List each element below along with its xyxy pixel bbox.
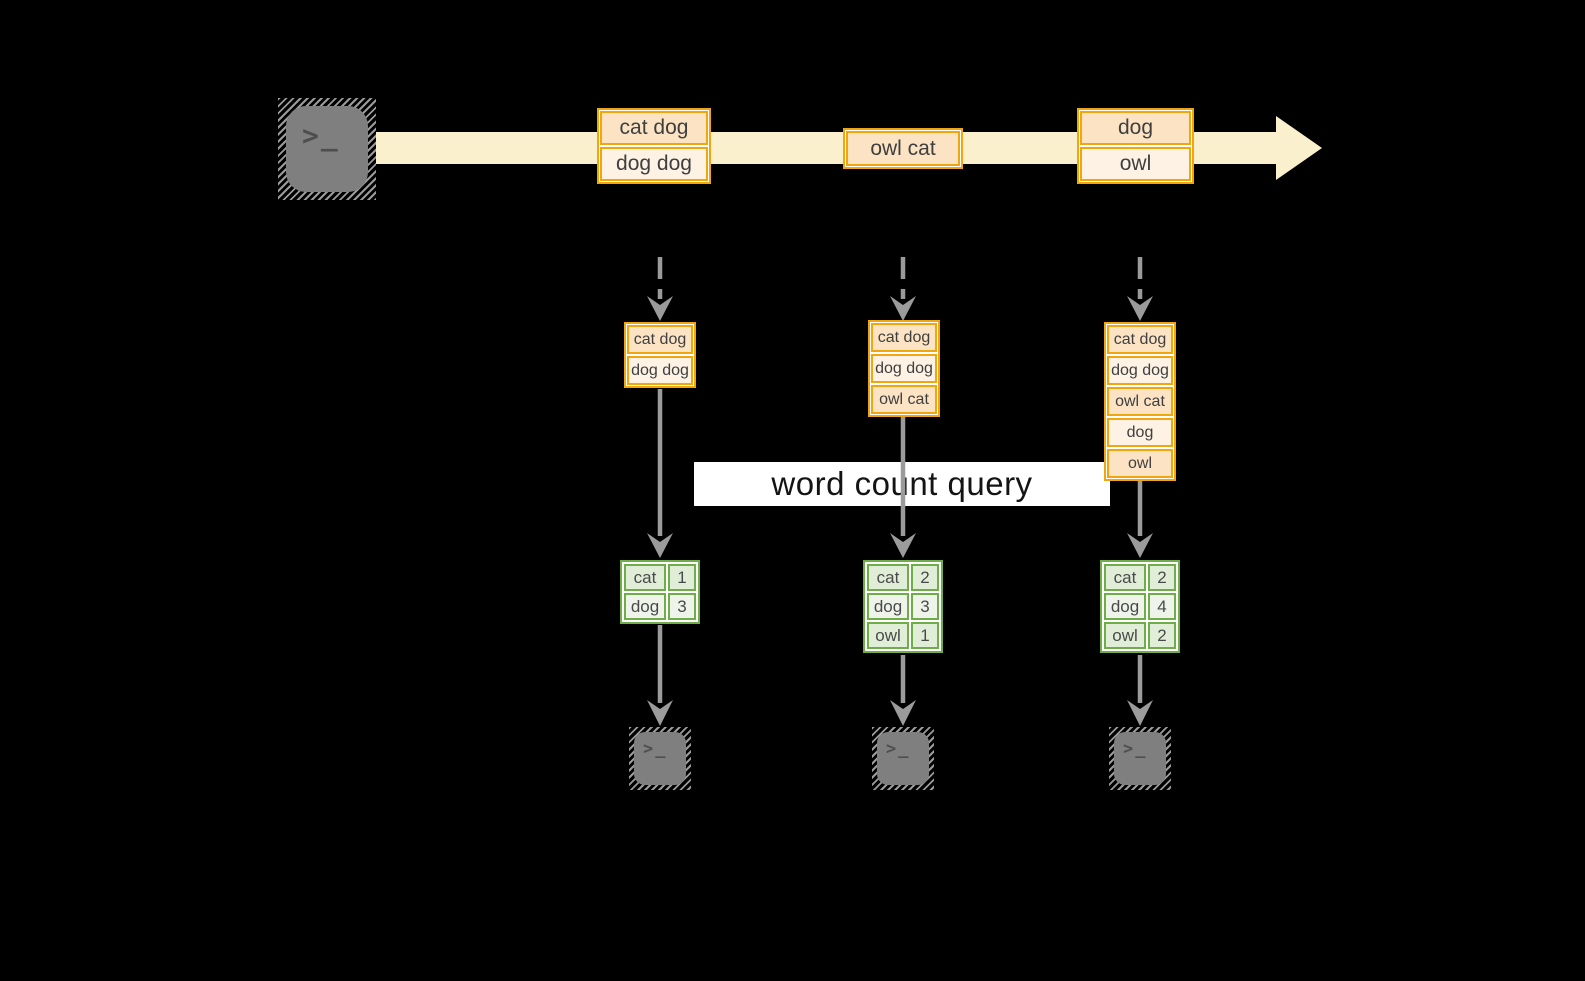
query-arrow-1 <box>647 389 673 558</box>
terminal-prompt-glyph: >_ <box>886 739 911 759</box>
stream-event-row: dog dog <box>600 147 708 181</box>
stream-event-row: owl cat <box>846 131 960 166</box>
count-word-cell: dog <box>867 593 909 620</box>
count-word-cell: owl <box>1104 622 1146 649</box>
count-word-cell: cat <box>1104 564 1146 591</box>
stream-event-row: dog <box>1080 111 1191 145</box>
terminal-prompt-glyph: >_ <box>1123 739 1148 759</box>
count-value-cell: 4 <box>1148 593 1176 620</box>
sink-terminal-icon-1: >_ <box>629 727 691 790</box>
terminal-screen: >_ <box>1114 732 1166 785</box>
sink-terminal-icon-3: >_ <box>1109 727 1171 790</box>
buffer-row: cat dog <box>627 325 693 354</box>
stream-event-3: dog owl <box>1077 108 1194 184</box>
buffer-row: owl cat <box>1107 387 1173 416</box>
stream-event-row: owl <box>1080 147 1191 181</box>
buffer-stack-1: cat dog dog dog <box>624 322 696 388</box>
count-table-3: cat 2 dog 4 owl 2 <box>1100 560 1180 653</box>
buffer-row: dog <box>1107 418 1173 447</box>
count-word-cell: cat <box>867 564 909 591</box>
buffer-stack-3: cat dog dog dog owl cat dog owl <box>1104 322 1176 481</box>
buffer-row: cat dog <box>871 323 937 352</box>
terminal-prompt-glyph: >_ <box>643 739 668 759</box>
count-value-cell: 2 <box>1148 622 1176 649</box>
count-value-cell: 1 <box>911 622 939 649</box>
terminal-screen: >_ <box>286 106 368 192</box>
source-terminal-icon: >_ <box>278 98 376 200</box>
buffer-stack-2: cat dog dog dog owl cat <box>868 320 940 417</box>
count-word-cell: dog <box>624 593 666 620</box>
count-table-2: cat 2 dog 3 owl 1 <box>863 560 943 653</box>
stream-event-row: cat dog <box>600 111 708 145</box>
count-table-1: cat 1 dog 3 <box>620 560 700 624</box>
dashed-arrow-1 <box>647 257 673 321</box>
dashed-arrow-3 <box>1127 257 1153 321</box>
buffer-row: cat dog <box>1107 325 1173 354</box>
stream-event-1: cat dog dog dog <box>597 108 711 184</box>
count-word-cell: cat <box>624 564 666 591</box>
output-arrow-1 <box>647 625 673 726</box>
count-value-cell: 3 <box>911 593 939 620</box>
dashed-arrow-2 <box>890 257 916 321</box>
count-value-cell: 2 <box>911 564 939 591</box>
terminal-prompt-glyph: >_ <box>302 119 340 152</box>
count-value-cell: 1 <box>668 564 696 591</box>
query-arrow-2 <box>890 414 916 558</box>
output-arrow-2 <box>890 655 916 726</box>
count-word-cell: dog <box>1104 593 1146 620</box>
query-arrow-3 <box>1127 480 1153 558</box>
sink-terminal-icon-2: >_ <box>872 727 934 790</box>
buffer-row: owl <box>1107 449 1173 478</box>
count-value-cell: 2 <box>1148 564 1176 591</box>
buffer-row: dog dog <box>627 356 693 385</box>
terminal-screen: >_ <box>634 732 686 785</box>
buffer-row: owl cat <box>871 385 937 414</box>
stream-event-2: owl cat <box>843 128 963 169</box>
count-word-cell: owl <box>867 622 909 649</box>
buffer-row: dog dog <box>871 354 937 383</box>
count-value-cell: 3 <box>668 593 696 620</box>
output-arrow-3 <box>1127 655 1153 726</box>
buffer-row: dog dog <box>1107 356 1173 385</box>
terminal-screen: >_ <box>877 732 929 785</box>
